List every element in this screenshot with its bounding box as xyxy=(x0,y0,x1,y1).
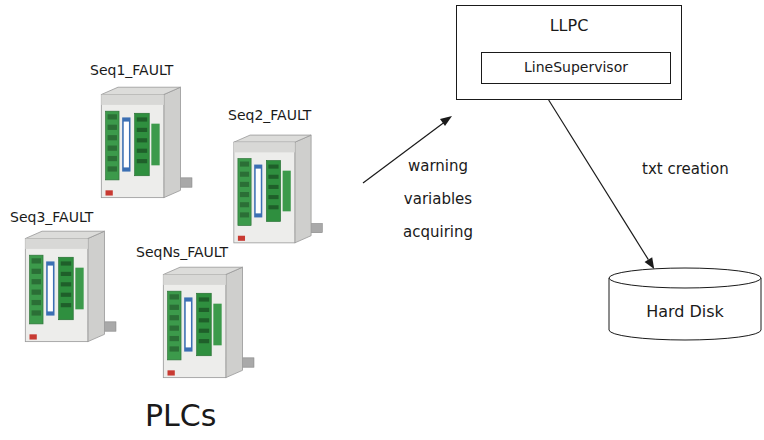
part-name: Seq3_FAULT xyxy=(10,209,93,225)
part-name: SeqNs_FAULT xyxy=(136,244,228,260)
software-box: LineSupervisor xyxy=(481,52,671,84)
node-title: LineSupervisor xyxy=(482,59,670,75)
node-title: Hard Disk xyxy=(608,302,762,321)
node-title: LLPC xyxy=(457,16,681,35)
computer-box: LLPC LineSupervisor xyxy=(456,5,682,100)
arrow-note: warning variables acquiring xyxy=(396,150,480,249)
disk-cylinder: Hard Disk xyxy=(608,268,762,340)
group-name: PLCs xyxy=(145,398,216,433)
part-name: Seq1_FAULT xyxy=(90,62,173,78)
edge-label: txt creation xyxy=(640,160,731,178)
arrow-connector xyxy=(549,100,655,269)
part-name: Seq2_FAULT xyxy=(228,107,311,123)
